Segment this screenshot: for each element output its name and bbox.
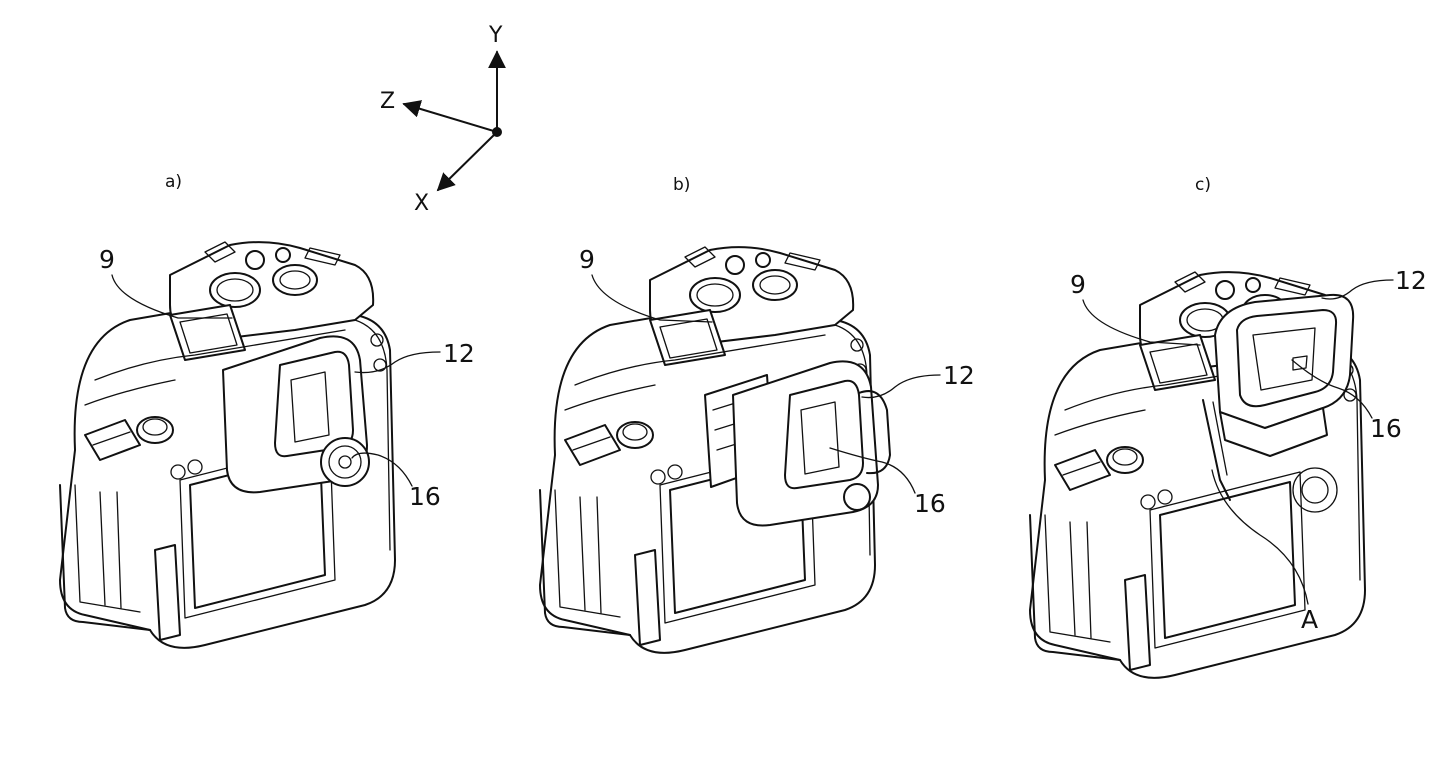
- callout-16-a: 16: [409, 482, 441, 511]
- panel-b-label: b): [673, 175, 690, 195]
- camera-drawing-c: [1029, 271, 1366, 679]
- callout-9-b: 9: [579, 245, 595, 274]
- y-axis-label: Y: [488, 23, 503, 48]
- callout-16-c: 16: [1370, 414, 1402, 443]
- leader-12-a: [354, 351, 441, 374]
- leader-16-c: [1291, 359, 1373, 419]
- leader-16-b: [829, 447, 916, 494]
- z-axis-label: Z: [380, 89, 395, 114]
- panel-a-label: a): [165, 172, 182, 192]
- leader-16-a: [351, 452, 413, 487]
- leader-9-c: [1082, 299, 1201, 346]
- eyecup-extended: [732, 360, 879, 527]
- callout-12-b: 12: [943, 361, 975, 390]
- callout-16-b: 16: [914, 489, 946, 518]
- callout-12-c: 12: [1395, 266, 1427, 295]
- camera-drawing-a: [59, 241, 396, 649]
- panel-b: b) 9 12 16: [539, 175, 975, 654]
- leader-12-b: [861, 374, 941, 399]
- callout-12-a: 12: [443, 339, 475, 368]
- callout-A-c: A: [1301, 605, 1318, 634]
- panel-a: a) 9 12 16: [59, 172, 475, 649]
- callout-9-c: 9: [1070, 270, 1086, 299]
- panel-c-label: c): [1195, 175, 1211, 195]
- x-axis-arrow: [436, 131, 498, 192]
- tilt-arm: [1202, 399, 1231, 501]
- leader-9-b: [591, 274, 713, 323]
- leader-A-c: [1211, 469, 1309, 605]
- z-axis-arrow: [402, 100, 498, 133]
- leader-12-c: [1321, 279, 1394, 300]
- leader-9-a: [111, 274, 233, 319]
- camera-drawing-b: [539, 246, 891, 654]
- axis-origin: [492, 127, 502, 137]
- axis-indicator: Y Z X: [380, 23, 506, 216]
- panel-c: c) 9 12 16 A: [1029, 175, 1427, 679]
- callout-9-a: 9: [99, 245, 115, 274]
- x-axis-label: X: [414, 191, 429, 216]
